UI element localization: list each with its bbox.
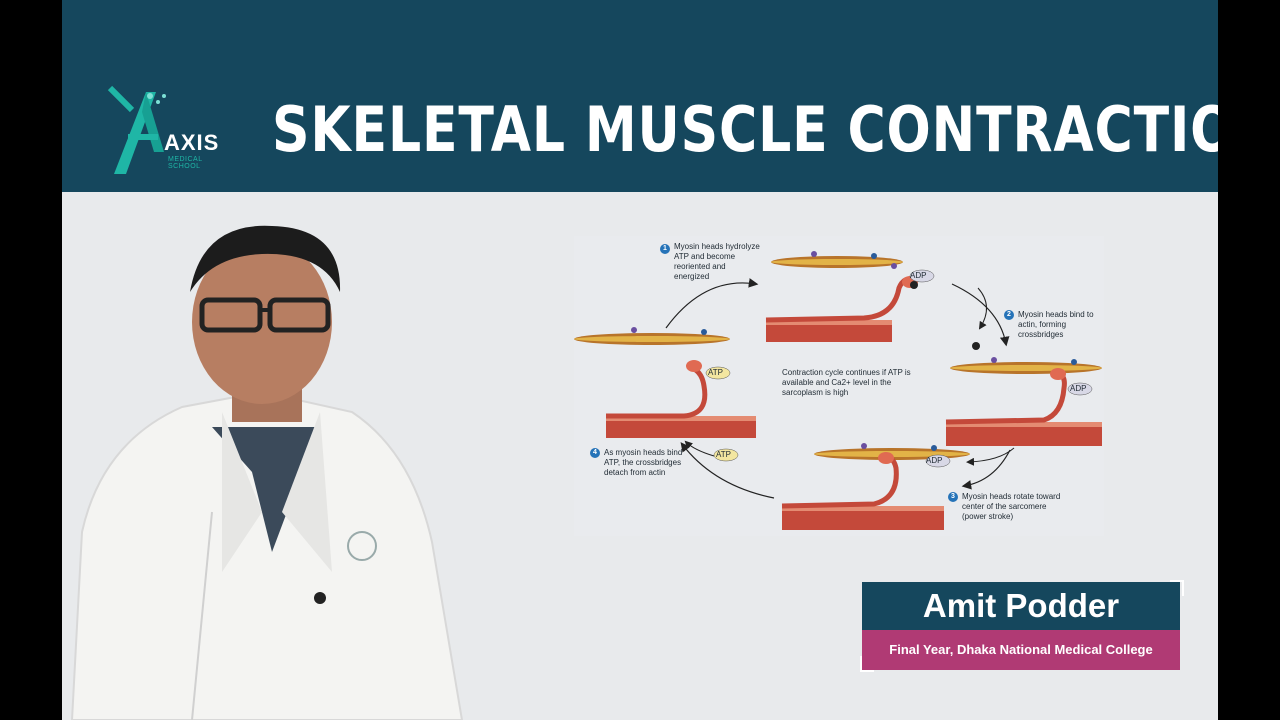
- presenter-role: Final Year, Dhaka National Medical Colle…: [862, 630, 1180, 670]
- step-1-badge: 1: [660, 244, 670, 254]
- presenter-illustration: [70, 225, 464, 720]
- corner-decoration: [860, 656, 874, 672]
- actin-filament-left: [574, 327, 730, 345]
- step-2-text: Myosin heads bind to actin, forming cros…: [1018, 310, 1094, 339]
- axis-logo: AXIS MEDICAL SCHOOL: [106, 82, 236, 182]
- presenter-photo: [62, 212, 482, 720]
- crossbridge-cycle-graphic: [574, 251, 1102, 530]
- corner-decoration: [1170, 580, 1184, 596]
- atp-label-bottom: ATP: [716, 450, 731, 459]
- title-banner: AXIS MEDICAL SCHOOL SKELETAL MUSCLE CONT…: [62, 0, 1218, 192]
- atp-label-left: ATP: [708, 368, 723, 377]
- adp-label-top: ADP: [910, 271, 927, 280]
- step-4-text: As myosin heads bind ATP, the crossbridg…: [604, 448, 683, 477]
- axis-logo-icon: [107, 85, 166, 174]
- adp-label-bottom: ADP: [926, 456, 943, 465]
- step-2-badge: 2: [1004, 310, 1014, 320]
- presenter-name: Amit Podder: [862, 582, 1180, 630]
- step-3-badge: 3: [948, 492, 958, 502]
- video-frame: AXIS MEDICAL SCHOOL SKELETAL MUSCLE CONT…: [62, 0, 1218, 720]
- step-4-badge: 4: [590, 448, 600, 458]
- adp-label-right: ADP: [1070, 384, 1087, 393]
- actin-filament-top: [771, 251, 903, 269]
- center-note: Contraction cycle continues if ATP is av…: [782, 368, 911, 397]
- page-title: SKELETAL MUSCLE CONTRACTION: [272, 93, 1218, 166]
- presenter-nameplate: Amit Podder Final Year, Dhaka National M…: [860, 580, 1184, 672]
- logo-subtitle: MEDICAL SCHOOL: [168, 156, 203, 170]
- crossbridge-cycle-diagram: 1 Myosin heads hydrolyze ATP and become …: [574, 236, 1104, 536]
- logo-wordmark: AXIS: [164, 130, 220, 155]
- step-1-text: Myosin heads hydrolyze ATP and become re…: [674, 242, 760, 281]
- step-3-text: Myosin heads rotate toward center of the…: [962, 492, 1061, 521]
- actin-filament-right: [950, 357, 1102, 374]
